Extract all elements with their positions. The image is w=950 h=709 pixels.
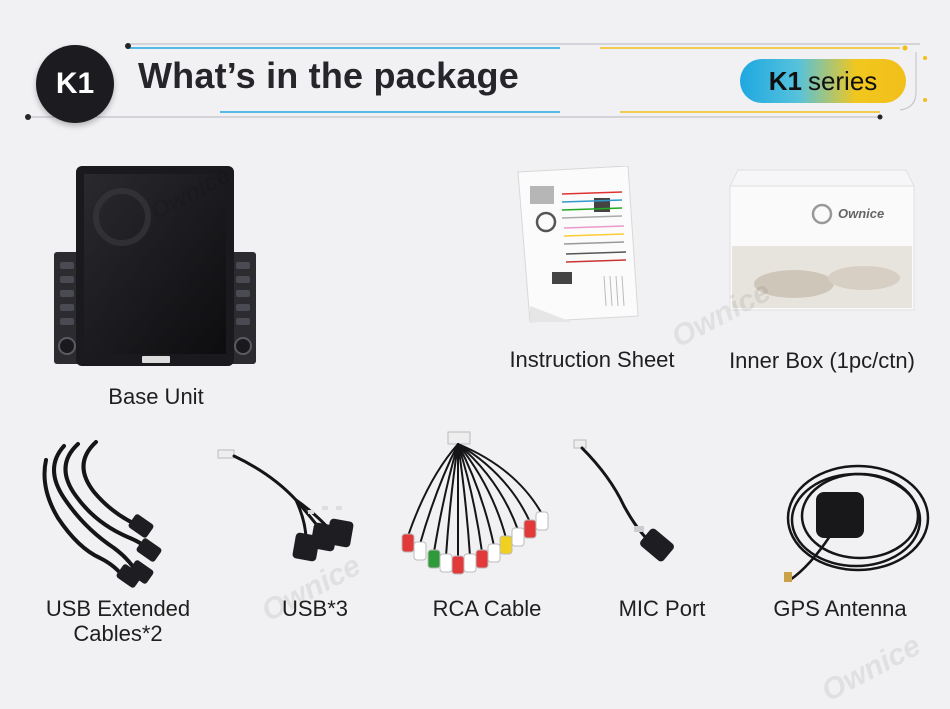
rca-plug	[427, 549, 441, 569]
inner-box-label: Inner Box (1pc/ctn)	[729, 348, 915, 373]
rca-cable-label: RCA Cable	[432, 596, 542, 621]
rca-plug	[475, 549, 489, 569]
usb-extended-label-line2: Cables*2	[73, 621, 163, 646]
rca-plug	[487, 543, 501, 563]
page-title: What’s in the package	[138, 55, 519, 96]
base-unit-image	[54, 166, 256, 366]
rca-plug	[511, 527, 525, 547]
header-decoration	[25, 43, 927, 120]
usb3-cable-image	[217, 449, 354, 562]
rca-plug	[413, 541, 427, 561]
rca-plug	[439, 553, 453, 573]
usb-extended-cables-image	[42, 440, 162, 588]
usb-extended-label: USB Extended Cables*2	[30, 596, 206, 646]
gps-antenna-label: GPS Antenna	[773, 596, 907, 621]
inner-box-logo: Ownice	[838, 206, 885, 221]
mic-port-image	[573, 439, 674, 562]
rca-plug	[535, 511, 549, 531]
mic-port-label: MIC Port	[618, 596, 706, 621]
series-suffix: series	[807, 65, 878, 96]
gps-antenna-image	[784, 464, 930, 582]
usb-extended-label-line1: USB Extended	[45, 596, 191, 621]
instruction-sheet-image	[517, 166, 639, 323]
instruction-sheet-label: Instruction Sheet	[509, 347, 675, 372]
rca-plug	[451, 555, 465, 575]
rca-plug	[499, 535, 513, 555]
base-unit-label: Base Unit	[108, 384, 204, 409]
series-badge: K1 series	[740, 59, 906, 103]
rca-plug	[401, 533, 415, 553]
inner-box-image	[729, 169, 915, 311]
rca-plug	[523, 519, 537, 539]
series-prefix: K1	[768, 65, 802, 96]
usb3-label: USB*3	[281, 596, 349, 621]
rca-plugs	[401, 511, 549, 575]
watermark: Ownice	[816, 628, 926, 709]
rca-plug	[463, 553, 477, 573]
rca-cable-image	[401, 431, 549, 575]
k1-badge: K1	[36, 45, 114, 123]
